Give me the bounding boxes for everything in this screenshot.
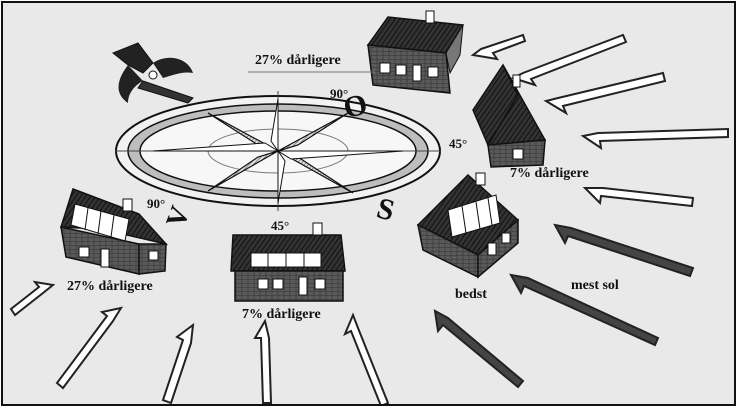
arrow-9 (345, 315, 388, 406)
compass-letter-v: V (160, 202, 196, 232)
arrow-6 (555, 225, 693, 276)
arrow-12 (57, 308, 121, 388)
southeast-house-label: bedst (455, 288, 487, 302)
arrow-11 (163, 325, 193, 403)
angle-west-90: 90° (147, 197, 165, 210)
angle-south-45: 45° (271, 219, 289, 232)
arrow-2 (513, 35, 626, 85)
arrow-3 (546, 73, 665, 113)
angle-east-45: 45° (449, 137, 467, 150)
angle-north-90: 90° (330, 87, 348, 100)
north-house-label: 27% dårligere (255, 54, 341, 68)
south-house-label: 7% dårligere (242, 308, 321, 322)
fleur-de-lis-icon (113, 43, 193, 103)
house-southeast (418, 173, 518, 277)
compass-rose (115, 91, 441, 211)
arrow-13 (11, 282, 53, 315)
east-house-label: 7% dårligere (510, 167, 589, 181)
compass-letter-s: S (373, 192, 398, 228)
house-north (368, 11, 463, 93)
west-house-label: 27% dårligere (67, 280, 153, 294)
diagram-svg: O S V (3, 3, 736, 406)
arrow-5 (585, 188, 693, 206)
arrow-10 (255, 321, 271, 403)
arrow-8 (435, 311, 523, 387)
arrow-1 (473, 35, 525, 59)
arrow-4 (583, 129, 728, 148)
house-east (473, 65, 545, 167)
house-south (231, 223, 345, 301)
sun-direction-label: mest sol (571, 279, 619, 293)
